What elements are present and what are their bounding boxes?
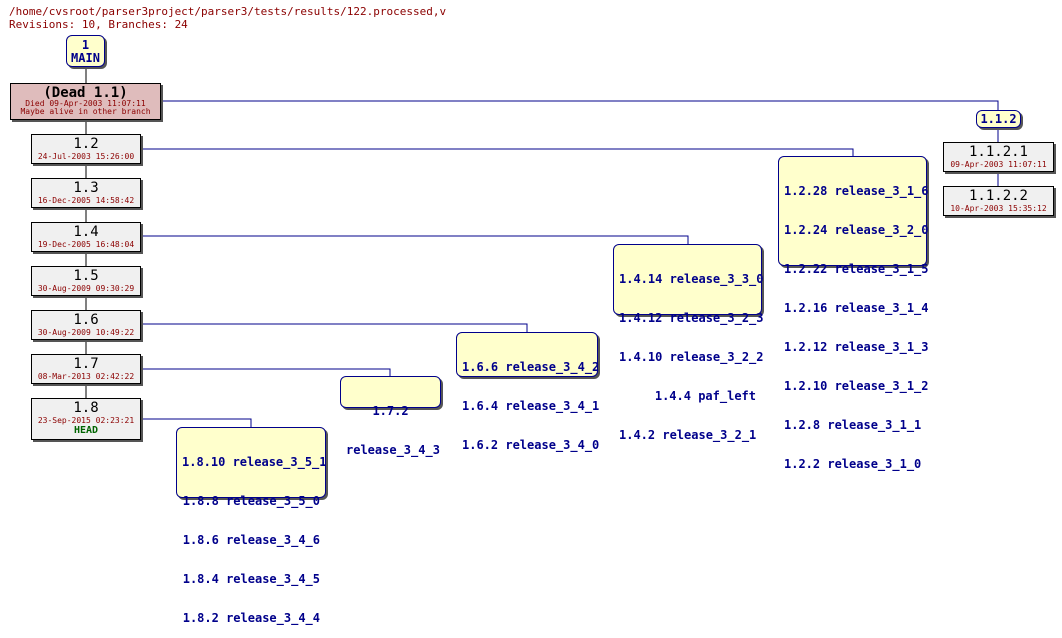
- branch-edge-1.8: [141, 418, 252, 427]
- revision-number: 1.8: [73, 400, 99, 416]
- dead-revision-died: Died 09-Apr-2003 11:07:11: [25, 99, 146, 108]
- header: /home/cvsroot/parser3project/parser3/tes…: [9, 5, 446, 31]
- tag-list-1.2[interactable]: 1.2.28 release_3_1_6 1.2.24 release_3_2_…: [778, 156, 929, 471]
- revision-node[interactable]: 1.6 30-Aug-2009 10:49:22: [31, 310, 141, 340]
- tag-entry: release_3_4_3: [346, 443, 440, 457]
- tag-list-1.6[interactable]: 1.6.6 release_3_4_2 1.6.4 release_3_4_1 …: [456, 332, 600, 452]
- tag-entry: 1.2.28 release_3_1_6: [784, 184, 929, 198]
- tag-entry: 1.8.2 release_3_4_4: [182, 611, 320, 625]
- tag-entry: 1.4.4 paf_left: [654, 389, 756, 403]
- branch-edge-1.2: [141, 148, 854, 156]
- tag-entry: 1.2.10 release_3_1_2: [784, 379, 929, 393]
- branch-revision-node[interactable]: 1.1.2.1 09-Apr-2003 11:07:11: [943, 142, 1054, 172]
- revision-date: 08-Mar-2013 02:42:22: [37, 372, 135, 381]
- dead-revision-title: (Dead 1.1): [43, 85, 128, 101]
- revision-number: 1.1.2.1: [968, 144, 1028, 160]
- revision-node[interactable]: 1.3 16-Dec-2005 14:58:42: [31, 178, 141, 208]
- revision-number: 1.5: [73, 268, 99, 284]
- revision-number: 1.7: [73, 356, 99, 372]
- tag-entry: 1.4.10 release_3_2_2: [619, 350, 764, 364]
- head-label: HEAD: [73, 425, 99, 436]
- revision-date: 30-Aug-2009 09:30:29: [37, 284, 135, 293]
- revision-number: 1.6: [73, 312, 99, 328]
- branch-revision-node[interactable]: 1.1.2.2 10-Apr-2003 15:35:12: [943, 186, 1054, 216]
- revision-node[interactable]: 1.7 08-Mar-2013 02:42:22: [31, 354, 141, 384]
- revision-node-head[interactable]: 1.8 23-Sep-2015 02:23:21 HEAD: [31, 398, 141, 440]
- dead-revision-node[interactable]: (Dead 1.1) Died 09-Apr-2003 11:07:11 May…: [10, 83, 161, 120]
- tag-entry: 1.4.12 release_3_2_3: [619, 311, 764, 325]
- file-path: /home/cvsroot/parser3project/parser3/tes…: [9, 5, 447, 18]
- dead-revision-note: Maybe alive in other branch: [20, 107, 151, 116]
- tag-list-1.7[interactable]: 1.7.2 release_3_4_3: [340, 376, 441, 457]
- revision-number: 1.2: [73, 136, 99, 152]
- revision-date: 24-Jul-2003 15:26:00: [37, 152, 135, 161]
- tag-entry: 1.2.2 release_3_1_0: [784, 457, 922, 471]
- tag-entry: 1.7.2: [372, 404, 409, 418]
- branch-edge-1.1: [161, 100, 999, 110]
- tag-entry: 1.6.6 release_3_4_2: [462, 360, 600, 374]
- tag-entry: 1.2.16 release_3_1_4: [784, 301, 929, 315]
- revision-date: 10-Apr-2003 15:35:12: [950, 204, 1047, 213]
- branch-edge-1.4: [141, 235, 689, 244]
- main-branch-name: MAIN: [71, 51, 100, 65]
- tag-entry: 1.6.2 release_3_4_0: [462, 438, 600, 452]
- tag-entry: 1.2.22 release_3_1_5: [784, 262, 929, 276]
- tag-entry: 1.8.10 release_3_5_1: [182, 455, 327, 469]
- main-branch-num: 1: [81, 38, 90, 52]
- revision-node[interactable]: 1.2 24-Jul-2003 15:26:00: [31, 134, 141, 164]
- tag-entry: 1.6.4 release_3_4_1: [462, 399, 600, 413]
- tag-entry: 1.8.4 release_3_4_5: [182, 572, 320, 586]
- branch-edge-1.7: [141, 368, 391, 376]
- tag-entry: 1.2.8 release_3_1_1: [784, 418, 922, 432]
- tag-entry: 1.2.12 release_3_1_3: [784, 340, 929, 354]
- revision-date: 23-Sep-2015 02:23:21: [37, 416, 135, 425]
- tag-list-1.4[interactable]: 1.4.14 release_3_3_0 1.4.12 release_3_2_…: [613, 244, 764, 442]
- branch-edge-1.6: [141, 323, 528, 332]
- tag-entry: 1.2.24 release_3_2_0: [784, 223, 929, 237]
- tag-entry: 1.8.8 release_3_5_0: [182, 494, 320, 508]
- revision-node[interactable]: 1.4 19-Dec-2005 16:48:04: [31, 222, 141, 252]
- main-branch-node[interactable]: 1 MAIN: [66, 35, 105, 67]
- tag-entry: 1.4.14 release_3_3_0: [619, 272, 764, 286]
- tag-entry: 1.4.2 release_3_2_1: [619, 428, 757, 442]
- branch-label-text: 1.1.2: [980, 112, 1017, 126]
- tag-list-1.8[interactable]: 1.8.10 release_3_5_1 1.8.8 release_3_5_0…: [176, 427, 327, 625]
- revision-date: 16-Dec-2005 14:58:42: [37, 196, 135, 205]
- revision-number: 1.4: [73, 224, 99, 240]
- branch-label-1.1.2[interactable]: 1.1.2: [976, 110, 1021, 128]
- revision-date: 19-Dec-2005 16:48:04: [37, 240, 135, 249]
- revision-node[interactable]: 1.5 30-Aug-2009 09:30:29: [31, 266, 141, 296]
- revision-date: 30-Aug-2009 10:49:22: [37, 328, 135, 337]
- revision-number: 1.3: [73, 180, 99, 196]
- revision-number: 1.1.2.2: [968, 188, 1028, 204]
- revision-date: 09-Apr-2003 11:07:11: [950, 160, 1047, 169]
- revisions-summary: Revisions: 10, Branches: 24: [9, 18, 188, 31]
- tag-entry: 1.8.6 release_3_4_6: [182, 533, 320, 547]
